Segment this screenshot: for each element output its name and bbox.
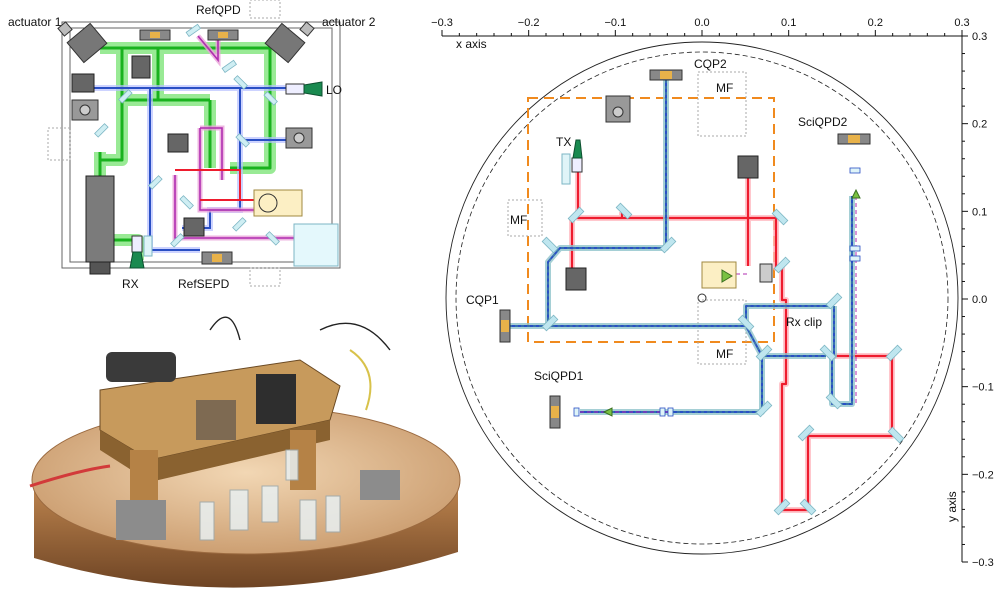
y-tick-label: 0.1 [972, 206, 987, 218]
cqp2-mount-icon [649, 69, 683, 81]
rx-clip-block [759, 263, 773, 283]
label-rx-clip: Rx clip [786, 315, 822, 329]
y-tick-label: −0.1 [972, 382, 994, 394]
component-block-1 [196, 400, 236, 440]
label-refsepd: RefSEPD [178, 277, 230, 290]
bench-inner-circle [455, 51, 949, 545]
x-tick-label: −0.3 [431, 17, 453, 29]
actuator-2-icon [264, 21, 315, 64]
refsepd-mount-icon [201, 251, 233, 265]
label-sciqpd1: SciQPD1 [534, 369, 584, 383]
component-block-3 [360, 470, 400, 500]
dotted-box-top [249, 0, 281, 19]
label-actuator1: actuator 1 [8, 15, 62, 29]
label-lo: LO [326, 83, 342, 97]
cyan-box [293, 223, 339, 267]
refqpd-mount-icon [139, 29, 239, 41]
rx-connector-icon [129, 235, 153, 269]
bench-outline-outer [61, 21, 341, 269]
grey-block-right [737, 155, 759, 179]
fiber-port-left-lens [79, 104, 91, 116]
black-cables [209, 316, 391, 351]
y-ticks: 0.3 0.2 0.1 0.0 −0.1 −0.2 −0.3 [962, 31, 994, 569]
mf-box-left [507, 199, 543, 237]
x-tick-label: −0.2 [518, 17, 540, 29]
x-tick-label: 0.1 [781, 17, 796, 29]
grey-block-3 [167, 133, 189, 153]
tx-connector-icon [561, 139, 583, 185]
bench-outer-circle [445, 41, 959, 555]
small-circle [697, 293, 707, 303]
x-ticks: −0.3 −0.2 −0.1 0.0 0.1 0.2 0.3 [431, 17, 970, 36]
lo-connector-icon [285, 81, 323, 97]
cqp1-mount-icon [499, 309, 511, 343]
label-cqp2: CQP2 [694, 57, 727, 71]
arrow-marker-left [602, 407, 613, 417]
small-lenses [573, 167, 861, 417]
magenta-beam [172, 34, 300, 241]
y-tick-label: −0.2 [972, 469, 994, 481]
mf-box-top [697, 71, 747, 137]
component-black-box [256, 374, 296, 424]
label-mf-top: MF [716, 81, 733, 95]
grey-block-1 [131, 55, 151, 79]
label-rx: RX [122, 277, 139, 290]
grey-block-4 [183, 217, 205, 237]
label-tx: TX [556, 135, 571, 149]
green-beam [94, 42, 276, 260]
red-beam [569, 160, 895, 513]
actuator-1-icon [57, 21, 108, 64]
label-mf-left: MF [510, 213, 527, 227]
label-sciqpd2: SciQPD2 [798, 115, 848, 129]
x-tick-label: 0.0 [694, 17, 709, 29]
left-schematic: actuator 1 actuator 2 RefQPD LO RX RefSE… [8, 0, 376, 290]
red-fiber [29, 464, 111, 488]
mirrors [541, 202, 905, 516]
label-refqpd: RefQPD [196, 3, 241, 17]
component-block-2 [116, 500, 166, 540]
y-tick-label: −0.3 [972, 557, 994, 569]
y-axis-label: y axis [945, 491, 959, 522]
label-cqp1: CQP1 [466, 293, 499, 307]
mirrors [94, 23, 280, 248]
yellow-cable [349, 349, 372, 411]
y-tick-label: 0.2 [972, 119, 987, 131]
label-actuator2: actuator 2 [322, 15, 376, 29]
cylinder-housing [85, 175, 115, 263]
x-tick-label: 0.2 [868, 17, 883, 29]
x-axis-label: x axis [456, 37, 487, 51]
sciqpd2-mount-icon [837, 133, 871, 145]
dotted-box-bottom [249, 267, 281, 287]
component-cylinder [106, 352, 176, 382]
beige-lens [258, 193, 278, 213]
fiber-port-top-lens [612, 106, 624, 118]
x-tick-label: −0.1 [604, 17, 626, 29]
glass-optics [199, 449, 341, 541]
arrow-marker-right [851, 188, 861, 199]
sciqpd1-mount-icon [549, 395, 561, 429]
x-tick-label: 0.3 [954, 17, 969, 29]
y-tick-label: 0.0 [972, 294, 987, 306]
cylinder-cap [89, 261, 111, 275]
bench-outline-inner [69, 27, 333, 263]
optical-bench-photo [29, 316, 461, 588]
grey-block-2 [71, 73, 95, 93]
fiber-port-right-lens [293, 132, 305, 144]
label-mf-bottom: MF [716, 347, 733, 361]
dotted-box-left [47, 127, 71, 161]
beige-box-marker [721, 269, 733, 283]
grey-block-left [565, 267, 587, 291]
y-tick-label: 0.3 [972, 31, 987, 43]
